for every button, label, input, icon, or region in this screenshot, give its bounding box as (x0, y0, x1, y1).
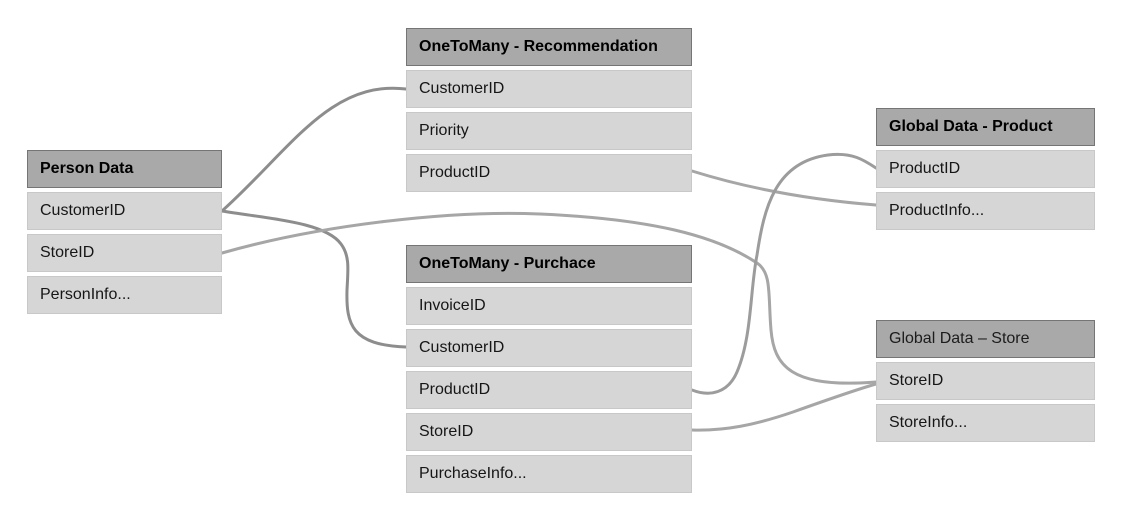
connector-purchase-storeid--store-storeid (690, 382, 878, 432)
table-person: Person Data CustomerID StoreID PersonInf… (27, 150, 222, 314)
table-product-row-productinfo: ProductInfo... (876, 192, 1095, 230)
table-store-header: Global Data – Store (876, 320, 1095, 358)
table-purchase-row-storeid: StoreID (406, 413, 692, 451)
connector-person-customerid--recommendation-customerid (220, 86, 408, 213)
table-store-row-storeid: StoreID (876, 362, 1095, 400)
table-person-header: Person Data (27, 150, 222, 188)
table-person-row-storeid: StoreID (27, 234, 222, 272)
table-purchase-row-purchaseinfo: PurchaseInfo... (406, 455, 692, 493)
table-recommendation: OneToMany - Recommendation CustomerID Pr… (406, 28, 692, 192)
table-purchase: OneToMany - Purchace InvoiceID CustomerI… (406, 245, 692, 493)
connector-purchase-productid--product-productid (690, 152, 878, 395)
connector-person-customerid--purchase-customerid (220, 209, 408, 349)
table-store-row-storeinfo: StoreInfo... (876, 404, 1095, 442)
table-product-row-productid: ProductID (876, 150, 1095, 188)
table-product-header: Global Data - Product (876, 108, 1095, 146)
table-recommendation-row-customerid: CustomerID (406, 70, 692, 108)
table-purchase-header: OneToMany - Purchace (406, 245, 692, 283)
table-person-row-customerid: CustomerID (27, 192, 222, 230)
table-purchase-row-invoiceid: InvoiceID (406, 287, 692, 325)
table-purchase-row-customerid: CustomerID (406, 329, 692, 367)
table-store: Global Data – Store StoreID StoreInfo... (876, 320, 1095, 442)
table-recommendation-header: OneToMany - Recommendation (406, 28, 692, 66)
table-recommendation-row-priority: Priority (406, 112, 692, 150)
table-purchase-row-productid: ProductID (406, 371, 692, 409)
table-person-row-personinfo: PersonInfo... (27, 276, 222, 314)
connector-person-storeid--store-storeid (220, 211, 878, 385)
table-recommendation-row-productid: ProductID (406, 154, 692, 192)
table-product: Global Data - Product ProductID ProductI… (876, 108, 1095, 230)
